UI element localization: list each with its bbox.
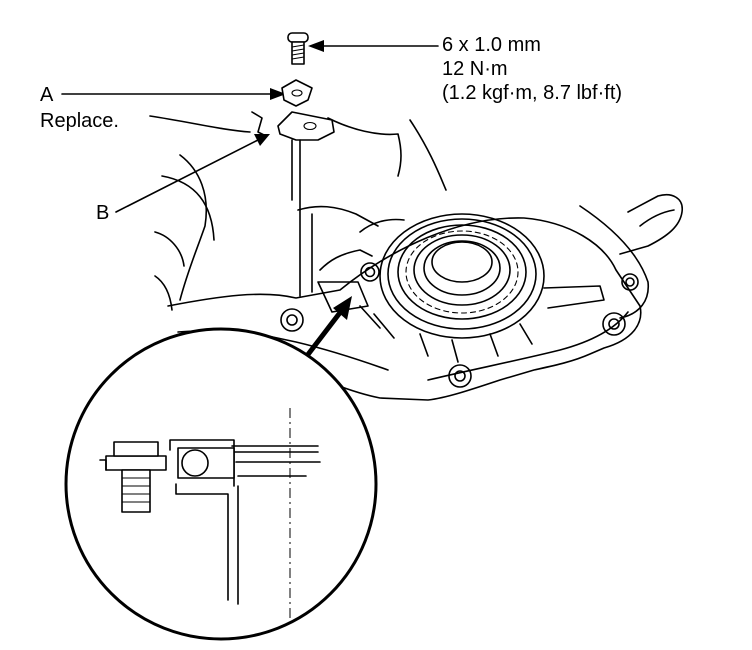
callout-a: A xyxy=(40,84,54,106)
torque-alt-label: (1.2 kgf·m, 8.7 lbf·ft) xyxy=(442,82,623,104)
rib-2 xyxy=(297,205,379,227)
bearing-outer-race-inner xyxy=(397,224,527,320)
boss-right-hole xyxy=(608,318,620,330)
lock-plate-body xyxy=(281,79,313,107)
left-web-4 xyxy=(154,275,173,311)
lock-plate-a xyxy=(281,79,313,107)
left-web-3 xyxy=(154,231,185,267)
upper-rib xyxy=(359,218,405,233)
bearing-balls xyxy=(405,230,519,314)
rib-3 xyxy=(299,209,313,297)
callout-b: B xyxy=(96,202,110,224)
torque-label: 12 N·m xyxy=(442,58,508,80)
label-b-leader xyxy=(115,139,259,213)
detail-bolt-shank xyxy=(121,469,151,513)
boss-left xyxy=(280,308,304,332)
boss-bottom-hole xyxy=(454,370,466,382)
casting-edge-1 xyxy=(149,115,251,133)
bolt-size-label: 6 x 1.0 mm xyxy=(442,34,541,56)
case-wall-left xyxy=(175,483,229,601)
casting-edge-4 xyxy=(409,119,447,191)
bracket-leg xyxy=(291,139,301,211)
boss-bottom xyxy=(448,364,472,388)
detail-bolt-threads xyxy=(121,477,151,503)
dowel xyxy=(360,262,380,282)
bearing-outer-race xyxy=(387,218,537,330)
right-lug xyxy=(619,194,683,255)
detail-pointer-arrowhead xyxy=(333,296,352,320)
detail-bolt-flange xyxy=(113,441,159,457)
bearing-ribs xyxy=(359,305,533,363)
detail-bolt-washer xyxy=(99,459,107,471)
casting-edge-3 xyxy=(327,117,402,177)
right-lug-inner xyxy=(639,209,675,227)
detail-circle xyxy=(64,327,378,641)
ball-bearing xyxy=(379,213,545,339)
boss-upper-right-hole xyxy=(625,277,635,287)
right-rib xyxy=(543,285,605,309)
bracket-b xyxy=(277,111,335,211)
flange-lower-edge xyxy=(427,311,629,381)
bolt-threads xyxy=(291,44,305,60)
boss-left-hole xyxy=(286,314,298,326)
detail-view xyxy=(64,327,378,641)
rib-1 xyxy=(319,249,373,271)
bearing-bore xyxy=(379,213,545,339)
bearing-shaft-bore xyxy=(431,241,493,283)
bolt-head xyxy=(287,32,309,43)
label-a-arrowhead xyxy=(270,88,286,100)
left-web-2 xyxy=(161,175,215,241)
right-housing-edge xyxy=(579,205,649,319)
flange-bolt xyxy=(287,32,309,65)
bearing-inner-race-bore xyxy=(423,240,501,296)
bolt-spec-arrowhead xyxy=(308,40,324,52)
detail-bolt-head xyxy=(105,455,167,471)
boss-right xyxy=(602,312,626,336)
lock-plate-hole xyxy=(291,89,303,97)
dowel-hole xyxy=(364,266,376,278)
leader-arrows xyxy=(61,40,439,380)
boss-upper-right xyxy=(621,273,639,291)
replace-note: Replace. xyxy=(40,110,119,132)
casting-edge-2 xyxy=(251,111,267,137)
bracket-plate xyxy=(277,111,335,141)
case-surface xyxy=(231,445,319,453)
label-b-arrowhead xyxy=(254,134,270,146)
bearing-section-ball xyxy=(181,449,209,477)
bracket-hole xyxy=(303,121,317,131)
rib-pad xyxy=(317,281,369,313)
bearing-inner-race xyxy=(413,234,511,306)
left-web xyxy=(179,154,208,301)
